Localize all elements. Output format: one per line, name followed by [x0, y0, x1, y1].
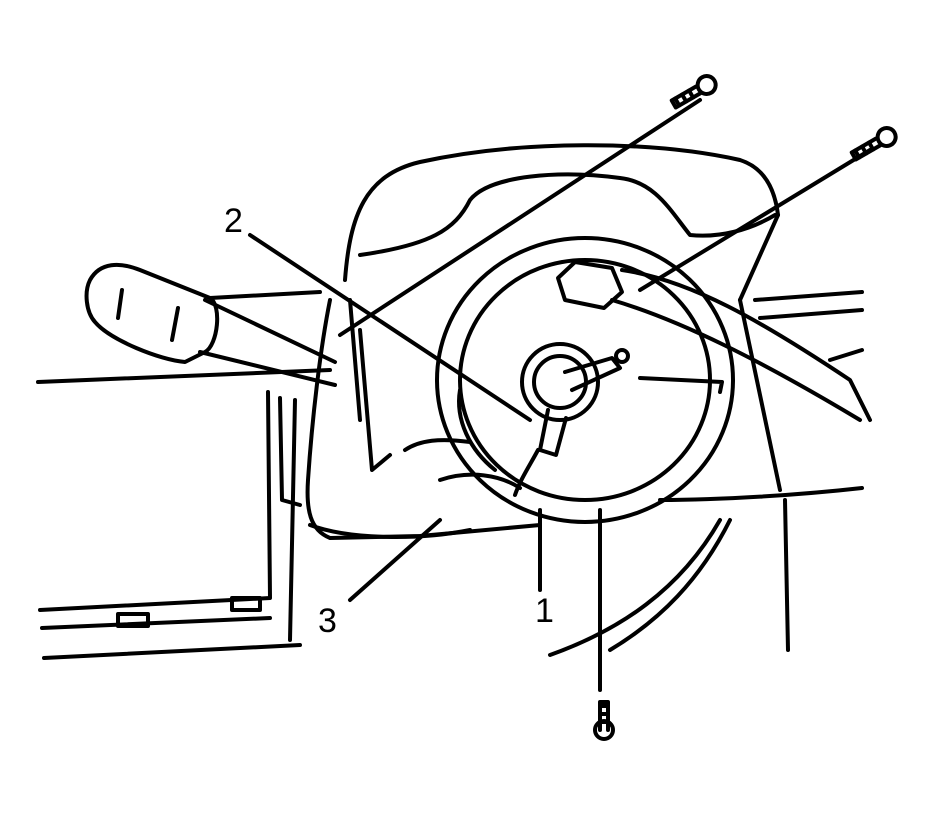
clock-spring-coil [435, 236, 735, 524]
upper-shroud [343, 143, 782, 492]
coil-connector [556, 260, 872, 422]
callout-2: 2 [224, 202, 243, 240]
screw-icon [849, 126, 898, 162]
lower-shroud [305, 298, 542, 540]
steering-shaft-hub [513, 342, 630, 497]
leader-line-2 [248, 233, 532, 422]
screw-line-right [638, 148, 872, 292]
screw-icon [669, 74, 718, 110]
callout-1: 1 [535, 592, 554, 630]
leader-lines [248, 98, 872, 692]
multifunction-lever [84, 262, 337, 387]
callout-3: 3 [318, 602, 337, 640]
dashboard-panel-right [548, 290, 864, 657]
dashboard-panel-left [36, 368, 332, 660]
screw-icon [593, 700, 615, 741]
screw-line-top [338, 98, 702, 337]
leader-line-3 [348, 518, 442, 602]
